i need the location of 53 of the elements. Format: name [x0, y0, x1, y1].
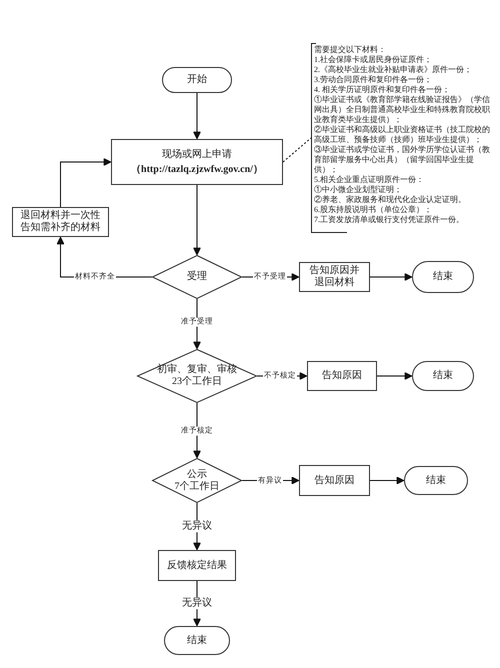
terminal-pill [162, 67, 232, 93]
decision-diamond [152, 458, 242, 503]
leader-line [282, 138, 312, 162]
arrow [60, 158, 112, 208]
process-box [299, 465, 370, 496]
arrow [376, 372, 412, 380]
decision-text: 初审、复审、审核 [157, 364, 237, 376]
edge-label: 无异议 [181, 520, 213, 532]
terminal-pill [164, 626, 230, 655]
note-text: 4. 相关学历证明原件和复印件各一份； [314, 85, 451, 95]
note-text: 5.相关企业重点证明原件一份： [314, 175, 425, 185]
note-text: 需要提交以下材料： [314, 45, 387, 55]
node-text: 结束 [433, 370, 453, 382]
arrow [193, 184, 201, 256]
node-text: 告知原因 [322, 370, 362, 382]
process-box [299, 262, 370, 292]
terminal-pill [404, 466, 468, 495]
process-box [111, 139, 283, 185]
process-box [307, 361, 377, 391]
decision-text: 受理 [187, 271, 207, 283]
arrow [193, 92, 201, 140]
decision-text: 7个工作日 [174, 480, 220, 492]
node-text: 结束 [426, 474, 446, 486]
note-text: ②养老、家政服务和现代化企业认定证明。 [314, 195, 467, 205]
node-text: 告知原因并退回材料 [308, 265, 360, 289]
process-box [158, 550, 236, 581]
node-text: 反馈核定结果 [167, 560, 227, 572]
decision-text: 公示 [187, 468, 207, 480]
note-text: ②毕业证书和高级以上职业资格证书（技工院校的高级工班、预备技师（技师）班毕业生提供）； [314, 125, 491, 145]
node-text: 结束 [187, 634, 207, 646]
note-text: 1.社会保障卡或居民身份证原件； [314, 55, 433, 65]
note-text: ③毕业证书或学位证书，国外学历学位认证书（教育部留学服务中心出具）（留学回国毕业生提供）； [314, 145, 491, 175]
node-text: 告知原因 [314, 474, 354, 486]
edge-label: 无异议 [181, 597, 213, 609]
terminal-pill [412, 361, 474, 391]
note-text: 6.股东持股说明书（单位公章）； [314, 205, 433, 215]
note-text: ①中小微企业划型证明； [314, 185, 403, 195]
node-text: 退回材料并一次性告知需补齐的材料 [20, 210, 102, 234]
arrow [370, 273, 412, 281]
process-box [12, 207, 109, 237]
node-text: 现场或网上申请 [162, 148, 232, 160]
decision-diamond [137, 349, 257, 403]
arrow [370, 476, 404, 484]
node-text: 结束 [433, 271, 453, 283]
note-text: 7.工资发放清单或银行支付凭证原件一份。 [314, 215, 465, 225]
terminal-pill [412, 261, 474, 293]
note-text: ①毕业证书或《教育部学籍在线验证报告》（学信网出具）全日制普通高校毕业生和特殊教育院校职业教育类毕业生提供）； [314, 95, 491, 125]
note-text: 3.劳动合同原件和复印件各一份； [314, 75, 433, 85]
decision-diamond [152, 255, 242, 299]
note-text: 2.《高校毕业生就业补贴申请表》原件一份； [314, 65, 473, 75]
node-text: 开始 [187, 74, 207, 86]
node-text: （http://tazlq.zjzwfw.gov.cn/） [131, 164, 263, 176]
decision-text: 23个工作日 [172, 376, 222, 388]
